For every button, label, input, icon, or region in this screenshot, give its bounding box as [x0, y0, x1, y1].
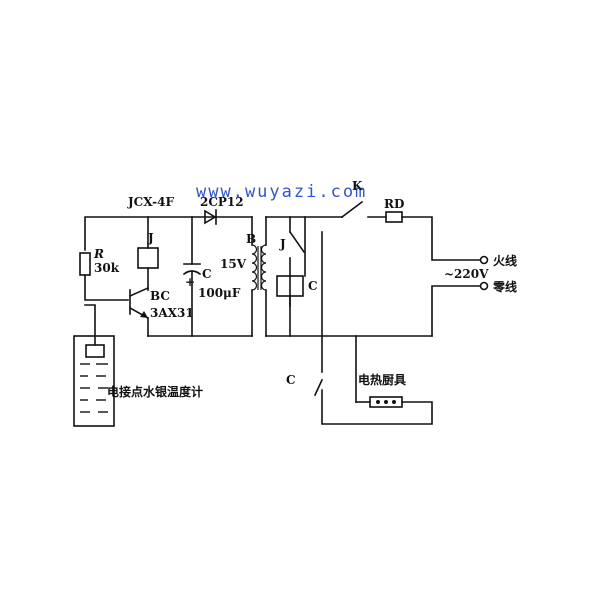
transistor-emitter-arrow [140, 311, 148, 318]
transformer-coil-right [260, 244, 267, 291]
label-mains: ~220V [444, 267, 489, 281]
label-15v: 15V [220, 257, 247, 271]
label-transistor-model: 3AX31 [150, 306, 194, 320]
thermometer-liquid-dashes [80, 363, 108, 413]
contact-c-blade [313, 378, 324, 397]
thermometer-lead [84, 304, 96, 346]
watermark: www.wuyazi.com [196, 182, 367, 202]
label-neutral: 零线 [492, 279, 517, 294]
label-resistor-value: 30k [94, 261, 120, 275]
label-fuse: RD [384, 197, 404, 211]
fuse-rd [385, 211, 403, 223]
label-transistor-type: BC [150, 289, 170, 303]
label-switch-k: K [352, 179, 363, 193]
label-transformer: B [246, 232, 256, 246]
thermometer-bulb [85, 344, 105, 358]
label-live: 火线 [493, 253, 517, 268]
label-contact-c: C [286, 373, 296, 387]
transformer-coil-left [251, 244, 258, 291]
label-relay-j1: J [147, 231, 154, 245]
label-resistor-name: R [93, 247, 104, 261]
label-cap-value: 100μF [198, 286, 241, 300]
heater-dots [376, 400, 396, 404]
resistor-lead-down [84, 274, 129, 301]
label-cap-plus: + [185, 275, 195, 289]
label-relay-coil-c: C [308, 279, 318, 293]
thermometer-tank [73, 335, 115, 427]
label-thermometer: 电接点水银温度计 [107, 384, 203, 399]
fuse-to-live [401, 216, 481, 261]
relay-j2-contact [288, 230, 306, 254]
contact-c-lower [321, 389, 433, 425]
neutral-line [431, 285, 481, 337]
label-heater: 电热厨具 [358, 372, 406, 387]
transistor-collector [128, 286, 150, 298]
top-rail-left [84, 216, 253, 251]
terminal-live[interactable] [479, 255, 489, 265]
resistor-r [79, 252, 91, 276]
relay-j1-coil [137, 247, 159, 269]
cap-plate-bottom [182, 270, 202, 276]
diode-2cp12 [204, 209, 217, 225]
label-cap-name: C [202, 267, 212, 281]
label-diode: 2CP12 [200, 195, 244, 209]
terminal-neutral[interactable] [479, 281, 489, 291]
label-relay-j2: J [279, 237, 286, 251]
switch-k-blade [340, 200, 364, 219]
heater-element [369, 396, 403, 408]
label-jcx: JCX-4F [127, 195, 174, 209]
